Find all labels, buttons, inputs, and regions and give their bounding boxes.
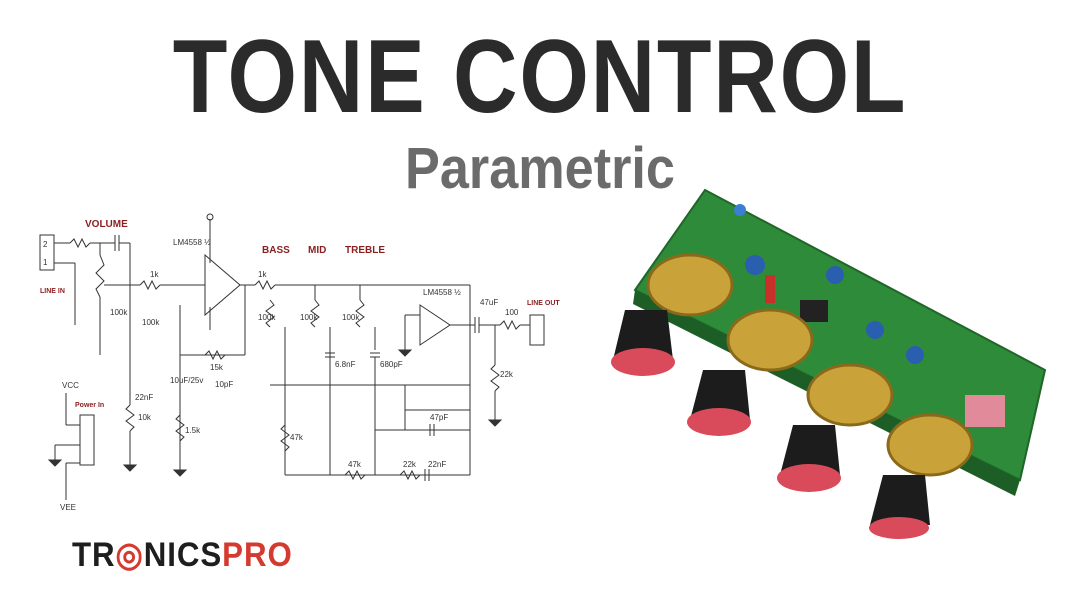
capacitor-box xyxy=(965,395,1005,427)
component-value-label: 10pF xyxy=(215,380,233,389)
mid-knob xyxy=(777,363,894,492)
component-value-label: 22k xyxy=(500,370,514,379)
component-value-label: 22k xyxy=(403,460,417,469)
volume-label: VOLUME xyxy=(85,219,128,230)
component-value-label: 47uF xyxy=(480,298,498,307)
component-value-label: 47pF xyxy=(430,413,448,422)
page-title: TONE CONTROL xyxy=(172,19,908,135)
component-value-label: 100k xyxy=(342,313,360,322)
bass-label: BASS xyxy=(262,245,290,256)
component-value-label: 22nF xyxy=(428,460,446,469)
component-value-label: 47k xyxy=(290,433,304,442)
component-value-label: 100k xyxy=(300,313,318,322)
logo-part-pro: PRO xyxy=(222,536,293,574)
component-value-label: 15k xyxy=(210,363,224,372)
component-value-label: 47k xyxy=(348,460,362,469)
vcc-label: VCC xyxy=(62,381,79,390)
component-value-label: 100k xyxy=(258,313,276,322)
component-value-label: 100k xyxy=(110,308,128,317)
opamp2-label: LM4558 ½ xyxy=(423,288,461,297)
line-out-label: LINE OUT xyxy=(527,300,560,307)
component-value-label: 1k xyxy=(258,270,267,279)
power-connector xyxy=(79,414,95,466)
svg-text:1: 1 xyxy=(43,258,48,267)
svg-text:2: 2 xyxy=(43,240,48,249)
component-value-label: 1.5k xyxy=(185,426,201,435)
page-subtitle: Parametric xyxy=(405,136,675,201)
mid-potentiometer xyxy=(310,299,320,328)
tone-control-board-photo xyxy=(611,188,1047,539)
bass-potentiometer xyxy=(265,299,275,328)
power-in-label: Power In xyxy=(75,402,104,409)
component-value-label: 1k xyxy=(150,270,159,279)
component-value-label: 10k xyxy=(138,413,152,422)
opamp1-label: LM4558 ½ xyxy=(173,238,211,247)
circuit-schematic: 2 1 LINE IN VOLUME LM4558 ½ BASS MID TRE… xyxy=(39,213,560,512)
component-value-label: 100k xyxy=(142,318,160,327)
logo-part-nics: NICS xyxy=(143,536,223,574)
treble-potentiometer xyxy=(355,299,365,328)
line-in-label: LINE IN xyxy=(40,288,65,295)
mid-label: MID xyxy=(308,245,326,256)
component-value-label: 6.8nF xyxy=(335,360,356,369)
line-in-connector xyxy=(39,234,55,271)
component-value-label: 22nF xyxy=(135,393,153,402)
treble-knob xyxy=(869,413,974,539)
volume-knob xyxy=(611,253,734,376)
vee-label: VEE xyxy=(60,503,76,512)
component-value-label: 10uF/25v xyxy=(170,376,203,385)
ic-chip xyxy=(800,300,828,322)
tronicspro-logo: TR◎NICSPRO xyxy=(72,536,293,574)
bass-knob xyxy=(687,308,814,436)
treble-label: TREBLE xyxy=(345,245,385,256)
component-value-label: 680pF xyxy=(380,360,403,369)
component-value-label: 100 xyxy=(505,308,519,317)
line-out-connector xyxy=(529,314,545,346)
logo-part-tr: TR xyxy=(72,536,116,574)
